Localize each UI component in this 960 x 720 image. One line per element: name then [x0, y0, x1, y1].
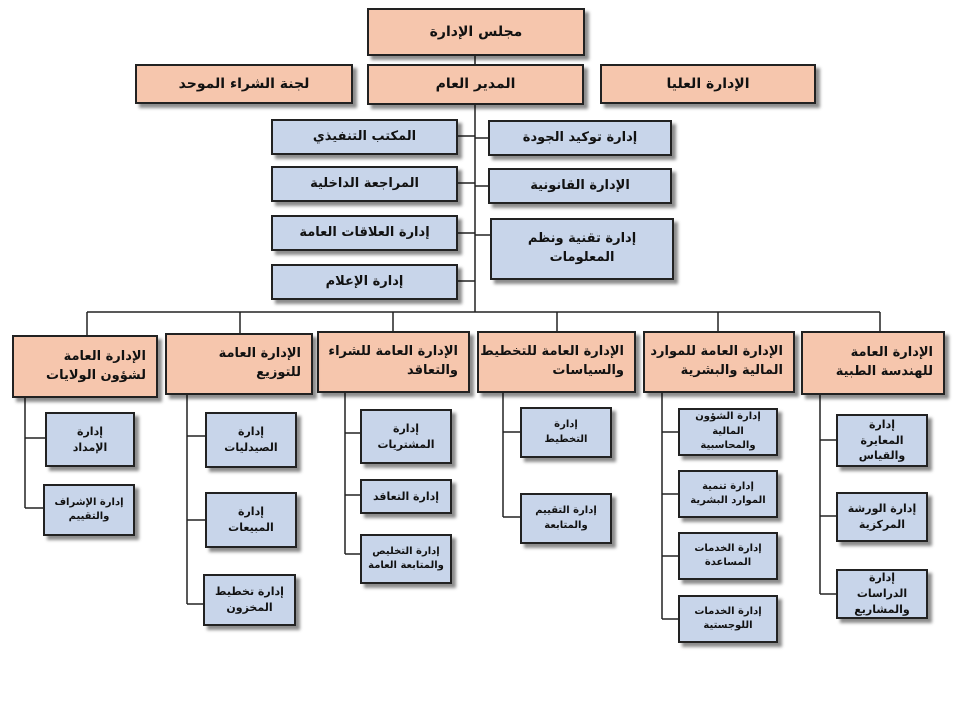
- dept-medical-engineering: الإدارة العامة للهندسة الطبية: [801, 331, 945, 395]
- dept-finance-hr: الإدارة العامة للموارد المالية والبشرية: [643, 331, 795, 393]
- sub-evaluation-followup: إدارة التقييم والمتابعة: [520, 493, 612, 544]
- sub-hr-development: إدارة تنمية الموارد البشرية: [678, 470, 778, 518]
- sub-inventory-planning: إدارة تخطيط المخزون: [203, 574, 296, 626]
- sub-purchases: إدارة المشتريات: [360, 409, 452, 464]
- staff-internal-audit-box: المراجعة الداخلية: [271, 166, 458, 202]
- dept-procurement-contracting: الإدارة العامة للشراء والتعاقد: [317, 331, 470, 393]
- sub-financial-affairs: إدارة الشؤون المالية والمحاسبية: [678, 408, 778, 456]
- sub-planning: إدارة التخطيط: [520, 407, 612, 458]
- dept-states-affairs: الإدارة العامة لشؤون الولايات: [12, 335, 158, 398]
- sub-central-workshop: إدارة الورشة المركزية: [836, 492, 928, 542]
- procurement-committee-box: لجنة الشراء الموحد: [135, 64, 353, 104]
- sub-clearance-followup: إدارة التخليص والمتابعة العامة: [360, 534, 452, 584]
- staff-public-relations-box: إدارة العلاقات العامة: [271, 215, 458, 251]
- general-manager-box: المدير العام: [367, 64, 584, 105]
- sub-support-services: إدارة الخدمات المساعدة: [678, 532, 778, 580]
- staff-legal-box: الإدارة القانونية: [488, 168, 672, 204]
- sub-calibration: إدارة المعايرة والقياس: [836, 414, 928, 467]
- sub-sales: إدارة المبيعات: [205, 492, 297, 548]
- dept-distribution: الإدارة العامة للتوزيع: [165, 333, 313, 395]
- sub-pharmacies: إدارة الصيدليات: [205, 412, 297, 468]
- staff-quality-box: إدارة توكيد الجودة: [488, 120, 672, 156]
- dept-planning-policy: الإدارة العامة للتخطيط والسياسات: [477, 331, 636, 393]
- sub-studies-projects: إدارة الدراسات والمشاريع: [836, 569, 928, 619]
- staff-executive-office-box: المكتب التنفيذي: [271, 119, 458, 155]
- sub-supervision-evaluation: إدارة الإشراف والتقييم: [43, 484, 135, 536]
- sub-logistics-services: إدارة الخدمات اللوجستية: [678, 595, 778, 643]
- supreme-management-box: الإدارة العليا: [600, 64, 816, 104]
- staff-it-box: إدارة تقنية ونظم المعلومات: [490, 218, 674, 280]
- sub-supply: إدارة الإمداد: [45, 412, 135, 467]
- sub-contracting: إدارة التعاقد: [360, 479, 452, 514]
- staff-media-box: إدارة الإعلام: [271, 264, 458, 300]
- board-box: مجلس الإدارة: [367, 8, 585, 56]
